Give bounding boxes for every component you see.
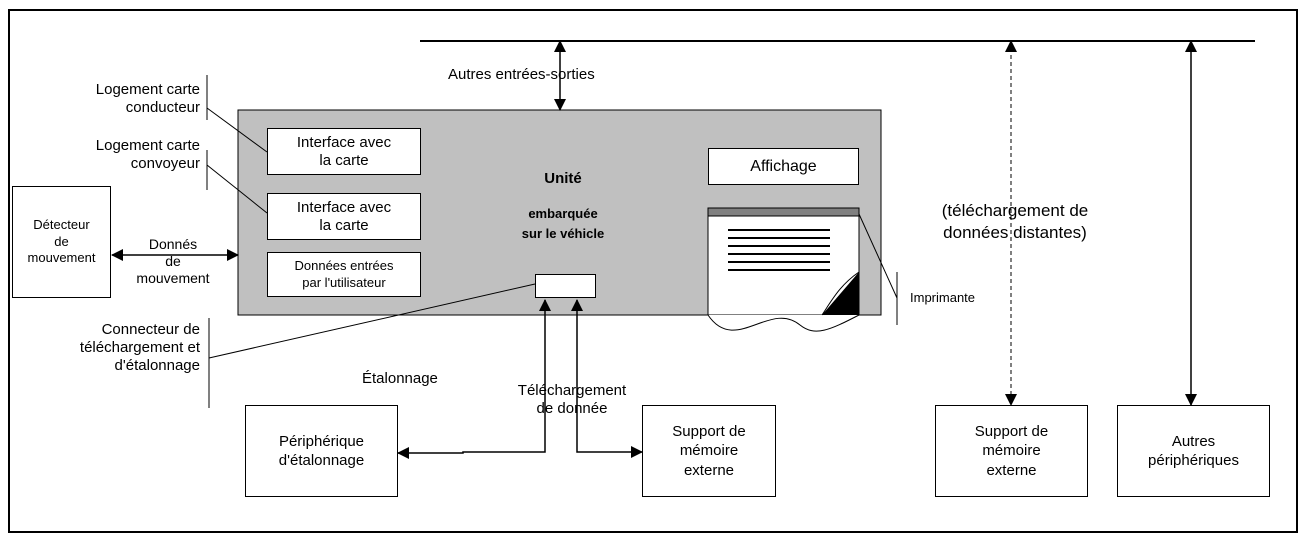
display-box: Affichage: [708, 148, 859, 185]
calibration-label: Étalonnage: [362, 370, 438, 387]
motion-sensor-box: Détecteur de mouvement: [12, 186, 111, 298]
calibration-arrow: [397, 299, 551, 459]
paper-curl: [707, 314, 860, 332]
display-label: Affichage: [750, 157, 817, 175]
other-peripherals-label: Autres périphériques: [1148, 432, 1239, 470]
paper-fold: [822, 272, 859, 315]
diagram-frame: [8, 9, 1298, 533]
calibration-device-box: Périphérique d'étalonnage: [245, 405, 398, 497]
connector-label: Connecteur de téléchargement et d'étalon…: [79, 321, 200, 374]
other-peripherals-box: Autres périphériques: [1117, 405, 1270, 497]
calibration-device-label: Périphérique d'étalonnage: [278, 432, 365, 470]
remote-download-label: (téléchargement de données distantes): [941, 201, 1089, 242]
printer-label: Imprimante: [910, 290, 976, 305]
printed-lines: [728, 229, 830, 271]
data-download-label: Téléchargement de donnée: [517, 382, 627, 417]
user-input-box: Données entrées par l'utilisateur: [267, 252, 421, 297]
motion-data-label: Donnés de mouvement: [136, 236, 210, 287]
data-download-arrow: [571, 299, 643, 458]
motion-sensor-label: Détecteur de mouvement: [27, 216, 96, 266]
driver-slot-leader: [206, 107, 268, 153]
external-memory-box-1: Support de mémoire externe: [642, 405, 776, 497]
card-interface-2-label: Interface avec la carte: [296, 199, 392, 234]
card-interface-box-2: Interface avec la carte: [267, 193, 421, 240]
paper-fold-edge: [821, 271, 860, 316]
codriver-slot-leader: [206, 164, 268, 214]
other-io-label: Autres entrées-sorties: [448, 66, 595, 83]
printer-leader: [858, 213, 898, 299]
unit-subtitle: embarquée sur le véhicle: [521, 206, 605, 241]
external-memory-2-label: Support de mémoire externe: [974, 422, 1049, 479]
card-interface-1-label: Interface avec la carte: [296, 134, 392, 169]
card-interface-box-1: Interface avec la carte: [267, 128, 421, 175]
external-memory-1-label: Support de mémoire externe: [672, 422, 746, 479]
connector-leader: [208, 283, 536, 359]
printer-top-bar: [707, 207, 860, 217]
external-memory-box-2: Support de mémoire externe: [935, 405, 1088, 497]
codriver-card-slot-label: Logement carte convoyeur: [95, 137, 200, 172]
unit-title: Unité: [544, 170, 582, 187]
driver-card-slot-label: Logement carte conducteur: [95, 81, 200, 116]
user-input-label: Données entrées par l'utilisateur: [294, 257, 394, 290]
download-connector: [535, 274, 596, 298]
